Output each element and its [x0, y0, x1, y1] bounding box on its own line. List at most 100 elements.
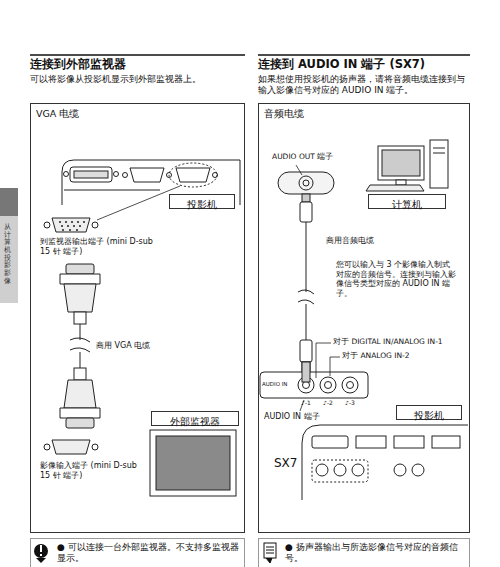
vga-port-monitor-part: [44, 444, 50, 450]
note-icon-part: [266, 553, 274, 554]
vga-port-monitor-part: [92, 444, 98, 450]
port-name: 到监视器输出端子 (mini D-sub 15 针 端子): [40, 237, 158, 256]
audio-out-jack-part: [278, 172, 334, 194]
projector-back-panel-sx7-part: [352, 464, 364, 476]
audio-in-panel-part: [316, 343, 331, 378]
device-label: 计算机: [368, 194, 446, 209]
vga-cable-part: [70, 348, 90, 352]
audio-cable-part: [298, 300, 314, 304]
projector-back-panel-part: [70, 167, 112, 182]
projector-back-panel-part: [130, 168, 164, 182]
projector-back-panel-sx7-part: [356, 436, 386, 448]
note-box: ● 扬声器输出与所选影像信号对应的音频信号。: [258, 538, 470, 567]
panel-heading: 音频电缆: [259, 104, 469, 123]
audio-cable-part: [306, 304, 307, 340]
vga-cable-part: [64, 284, 96, 312]
projector-back-panel-sx7-part: [312, 436, 348, 448]
vga-cable: [60, 264, 100, 428]
model-name: SX7: [274, 456, 302, 470]
vga-port-monitor: [44, 440, 98, 454]
audio-out-jack-part: [299, 176, 313, 190]
vga-port-female-part: [52, 218, 90, 232]
header-rule-part: [258, 54, 470, 56]
panel-heading: VGA 电缆: [31, 104, 244, 123]
section-intro: 如果想使用投影机的扬声器，请将音频电缆连接到与输入影像信号对应的 AUDIO I…: [258, 74, 470, 96]
device-name: 计算机: [375, 195, 439, 214]
vga-port-female-part: [59, 221, 85, 231]
cable-name: 商用 VGA 电缆: [96, 341, 206, 351]
vga-port-female-part-part: [73, 225, 75, 227]
side-tab: [0, 188, 18, 303]
computer-illustration-part: [433, 148, 445, 149]
side-tab-part: [0, 188, 18, 303]
device-label: 投影机: [396, 405, 462, 420]
section-intro: 可以将影像从投影机显示到外部监视器上。: [30, 74, 245, 85]
vga-port-female-part-part: [65, 221, 67, 223]
vga-cable-part: [74, 312, 86, 324]
explanatory-note: 您可以输入与 3 个影像输入制式对应的音频信号。连接到与输入影像信号类型对应的 …: [336, 260, 458, 298]
vga-port-female-part-part: [69, 229, 71, 231]
computer-illustration-part: [366, 185, 424, 191]
audio-in-panel-part: [302, 362, 310, 382]
vga-cable-part: [66, 418, 94, 428]
computer-illustration-part: [433, 153, 445, 154]
audio-cable-part: [298, 290, 314, 294]
audio-in-panel-part: [260, 372, 368, 398]
audio-cable: [298, 194, 314, 374]
projector-back-panel-part: [74, 171, 108, 178]
caution-icon-part: [40, 554, 42, 556]
computer-illustration-part: [430, 140, 448, 188]
audio-cable-part: [300, 340, 312, 362]
device-label: 外部监视器: [151, 411, 239, 426]
header-rule: [30, 54, 470, 56]
vga-port-female-part-part: [59, 221, 61, 223]
projector-back-panel-sx7-part: [334, 464, 346, 476]
audio-in-panel-part: [303, 382, 310, 389]
vga-port-female: [44, 186, 180, 232]
panel-marking: AUDIO IN: [262, 381, 294, 388]
device-name: 投影机: [176, 195, 228, 214]
vga-port-female-part: [97, 186, 180, 220]
computer-illustration-part: [396, 180, 406, 185]
vga-port-monitor-part: [52, 440, 90, 454]
note-text: ● 扬声器输出与所选影像信号对应的音频信号。: [285, 542, 465, 564]
projector-back-panel-sx7-part: [316, 464, 328, 476]
projector-back-panel-part: [64, 190, 160, 191]
port-name: AUDIO IN 端子: [264, 412, 354, 422]
callout-text: 对于 DIGITAL IN/ANALOG IN-1: [333, 337, 468, 346]
projector-back-panel-sx7-part: [394, 436, 424, 448]
jack-marking: ♪-3: [338, 399, 362, 406]
device-name: 投影机: [403, 406, 455, 425]
monitor-illustration-part: [156, 436, 230, 490]
projector-back-panel-sx7-part: [432, 436, 460, 448]
audio-out-jack-part: [296, 165, 302, 175]
audio-cable-part: [300, 202, 312, 222]
caution-icon-part: [40, 545, 42, 552]
vga-port-female-part-part: [76, 229, 78, 231]
caution-icon: [34, 544, 48, 563]
projector-back-panel-sx7-part: [312, 460, 368, 482]
computer-illustration: [366, 140, 448, 191]
computer-illustration-part: [382, 150, 420, 176]
monitor-illustration: [150, 430, 236, 496]
note-box: ● 可以连接一台外部监视器。不支持多监视器显示。: [30, 538, 245, 567]
audio-out-jack: [278, 165, 334, 194]
projector-back-panel-sx7: [302, 425, 468, 500]
audio-cable-part: [306, 222, 307, 292]
audio-out-jack-part: [303, 180, 309, 186]
caution-icon-part: [36, 558, 46, 563]
vga-cable-part: [60, 408, 100, 418]
vga-port-female-part-part: [83, 221, 85, 223]
computer-illustration-part: [378, 146, 424, 180]
header-rule-part: [30, 54, 245, 56]
port-name: AUDIO OUT 端子: [272, 152, 362, 161]
vga-cable-part: [66, 264, 94, 274]
projector-back-panel-part: [123, 173, 128, 178]
port-name: 影像输入端子 (mini D-sub 15 针 端子): [40, 461, 148, 480]
jack-marking: ♪-1: [294, 399, 318, 406]
projector-back-panel-sx7-part: [394, 464, 406, 476]
vga-port-female-part-part: [67, 225, 69, 227]
section-heading: 连接到外部监视器: [30, 58, 245, 72]
note-icon-part: [264, 543, 276, 558]
vga-cable-part: [60, 274, 100, 284]
